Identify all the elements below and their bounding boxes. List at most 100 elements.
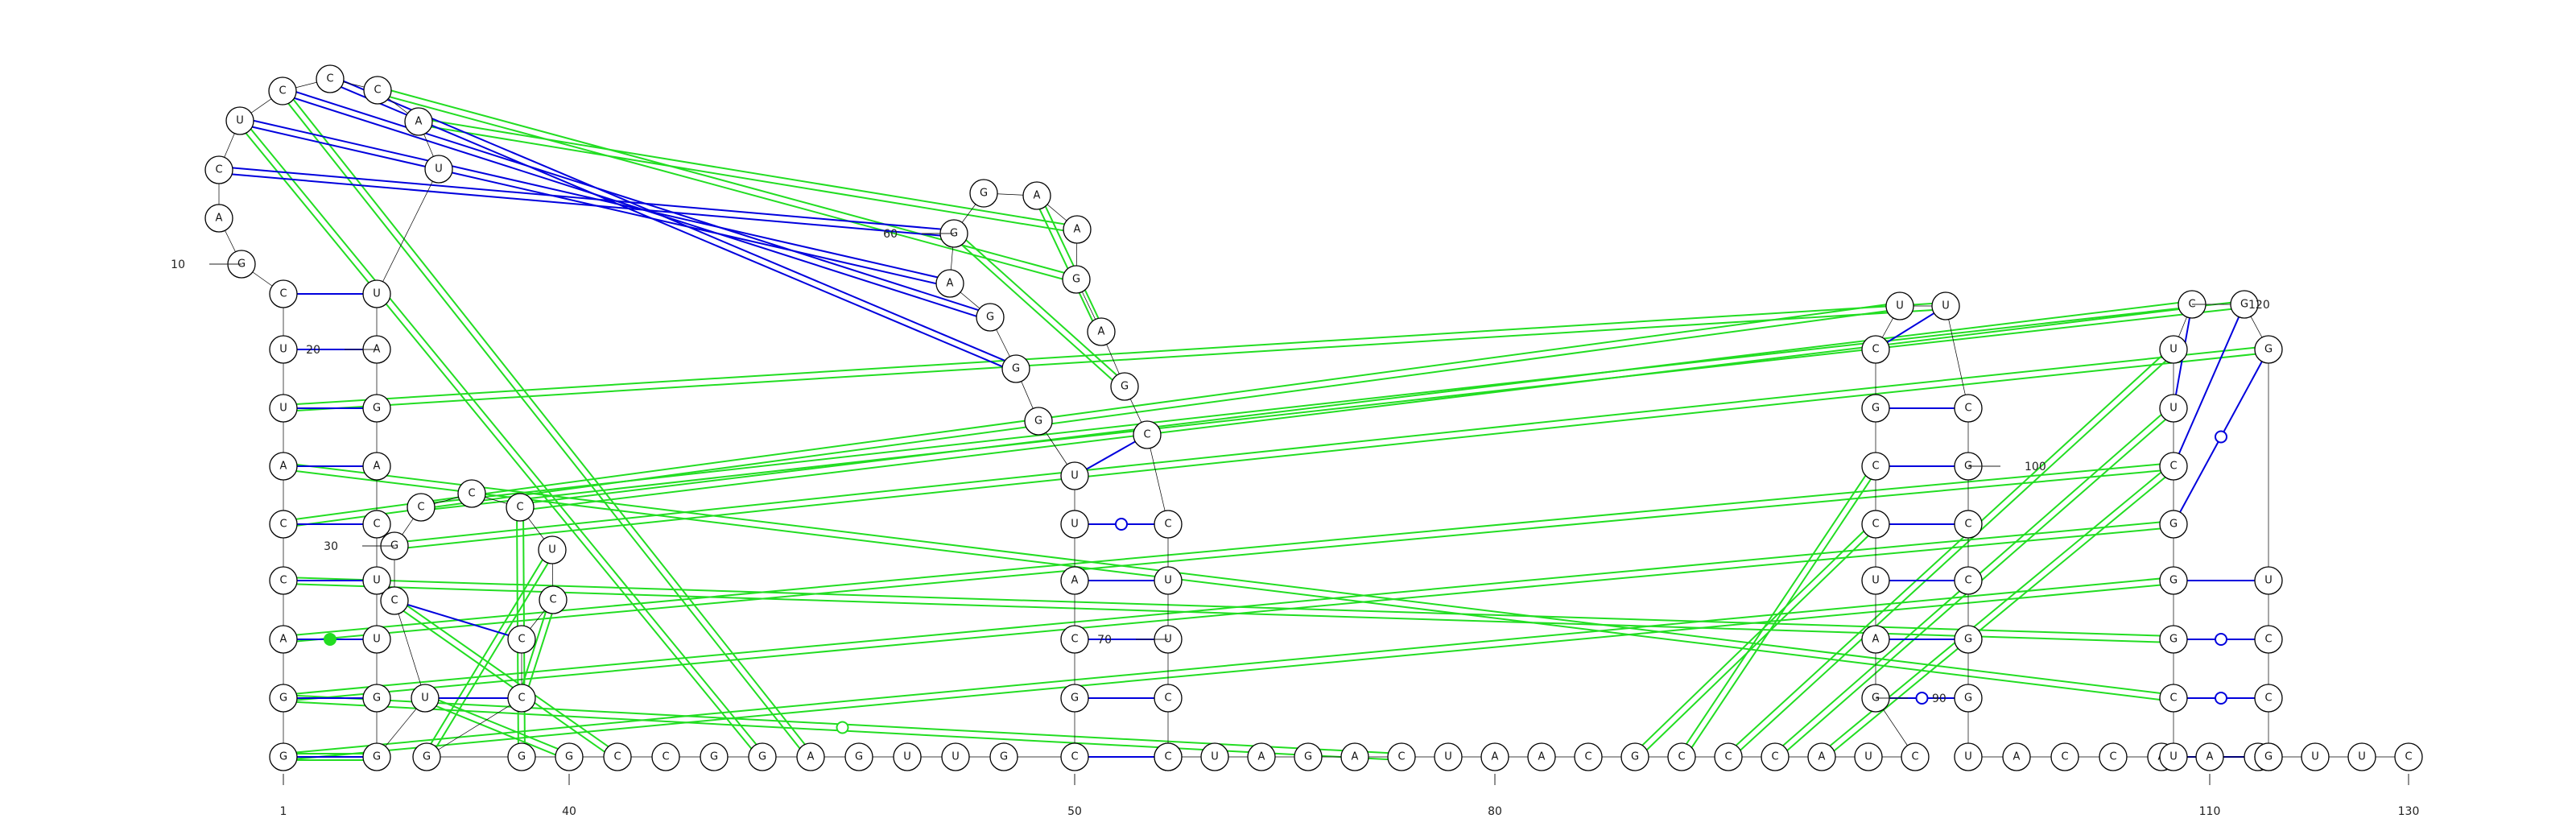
nucleotide-circle: [700, 742, 729, 771]
nucleotide-circle: [1387, 742, 1416, 771]
tertiary-interaction-line: [283, 526, 2174, 702]
nucleotide-circle: [1001, 354, 1030, 383]
nucleotide-letter: G: [1012, 363, 1020, 375]
tertiary-interaction-line: [423, 700, 568, 761]
nucleotide-circle: [363, 76, 392, 105]
nucleotide-circle: [1060, 510, 1089, 539]
nucleotide-circle: [362, 279, 391, 308]
nucleotide-circle: [457, 479, 486, 508]
nucleotide-circle: [1060, 461, 1089, 490]
nucleotide-circle: [411, 684, 440, 713]
nucleotide: G: [1861, 394, 1890, 423]
nucleotide-letter: C: [279, 85, 286, 97]
nucleotide-letter: G: [1072, 274, 1080, 286]
tertiary-interaction-line: [283, 462, 2174, 697]
nucleotide-letter: A: [2013, 751, 2021, 763]
nucleotide: C: [1954, 394, 1983, 423]
nucleotide: C: [2099, 742, 2128, 771]
nucleotide-letter: C: [518, 634, 525, 646]
nucleotide-circle: [2159, 335, 2188, 364]
nucleotide-circle: [1954, 625, 1983, 654]
nucleotide-circle: [269, 742, 298, 771]
nucleotide: C: [1387, 742, 1416, 771]
nucleotide-letter: G: [758, 751, 766, 763]
nucleotide-circle: [1434, 742, 1463, 771]
position-number: 1: [280, 805, 287, 818]
nucleotide-circle: [1954, 510, 1983, 539]
nucleotide: U: [1200, 742, 1229, 771]
nucleotide: C: [1954, 510, 1983, 539]
pseudoknot-pair-line: [328, 81, 1015, 373]
nucleotide: A: [1807, 742, 1836, 771]
tertiary-interaction-line: [283, 302, 1946, 407]
nucleotide-letter: G: [986, 312, 994, 324]
nucleotide-circle: [796, 742, 825, 771]
nucleotide-circle: [362, 394, 391, 423]
tertiary-interaction-line: [283, 577, 2174, 638]
nucleotide: C: [2394, 742, 2423, 771]
nucleotide: C: [2254, 684, 2283, 713]
nucleotide-circle: [362, 566, 391, 595]
nucleotide: U: [269, 335, 298, 364]
nucleotide: G: [2230, 290, 2259, 319]
nucleotide-letter: C: [2264, 634, 2272, 646]
nucleotide-circle: [269, 625, 298, 654]
nucleotide-circle: [1110, 372, 1139, 401]
nucleotide-circle: [507, 742, 536, 771]
nucleotide-letter: G: [1071, 692, 1079, 705]
nucleotide: A: [1087, 317, 1116, 346]
nucleotide-letter: U: [1444, 751, 1452, 763]
nucleotide-circle: [2394, 742, 2423, 771]
position-number: 20: [306, 344, 320, 357]
nucleotide: U: [2254, 566, 2283, 595]
nucleotide: U: [1060, 510, 1089, 539]
nucleotide-letter: C: [1724, 751, 1732, 763]
nucleotide: C: [506, 493, 535, 522]
nucleotide-letter: C: [373, 519, 380, 531]
nucleotide-letter: G: [1964, 634, 1972, 646]
tertiary-interaction-line: [518, 598, 551, 698]
nucleotide-circle: [1861, 510, 1890, 539]
nucleotide-circle: [1861, 566, 1890, 595]
nucleotide: C: [1154, 510, 1183, 539]
open-pair-marker: [2215, 633, 2227, 646]
nucleotide-circle: [1060, 566, 1089, 595]
nucleotide-circle: [748, 742, 777, 771]
nucleotide-circle: [1060, 742, 1089, 771]
nucleotide: A: [269, 625, 298, 654]
nucleotide-letter: G: [373, 751, 381, 763]
nucleotide-circle: [1807, 742, 1836, 771]
nucleotide-circle: [2159, 742, 2188, 771]
position-number: 90: [1932, 692, 1946, 705]
nucleotide-circle: [269, 566, 298, 595]
nucleotide: C: [268, 76, 297, 105]
tertiary-interaction-line: [418, 123, 1077, 234]
nucleotide-letter: A: [1098, 326, 1105, 338]
tertiary-interaction-line: [1823, 468, 2177, 760]
nucleotide-letter: A: [216, 213, 223, 225]
nucleotide: G: [362, 684, 391, 713]
nucleotide: C: [269, 279, 298, 308]
nucleotide: A: [1861, 625, 1890, 654]
tertiary-interaction-line: [1678, 464, 1874, 756]
nucleotide: G: [1062, 265, 1091, 294]
nucleotide: C: [1060, 625, 1089, 654]
nucleotide-letter: C: [279, 575, 287, 587]
nucleotide-circle: [316, 64, 345, 93]
position-number: 30: [324, 540, 338, 553]
tertiary-interaction-line: [283, 520, 2174, 697]
nucleotide-circle: [1480, 742, 1509, 771]
tertiary-interaction-line: [421, 306, 2245, 511]
position-number: 120: [2248, 299, 2270, 312]
nucleotide-letter: A: [807, 751, 815, 763]
nucleotide: U: [269, 394, 298, 423]
noncanonical-markers: [324, 430, 2227, 734]
nucleotide: C: [269, 566, 298, 595]
nucleotide-letter: G: [1304, 751, 1312, 763]
nucleotide: G: [1620, 742, 1649, 771]
nucleotide: C: [651, 742, 680, 771]
nucleotide: U: [362, 625, 391, 654]
nucleotide-letter: C: [613, 751, 621, 763]
nucleotide-letter: U: [279, 403, 287, 415]
